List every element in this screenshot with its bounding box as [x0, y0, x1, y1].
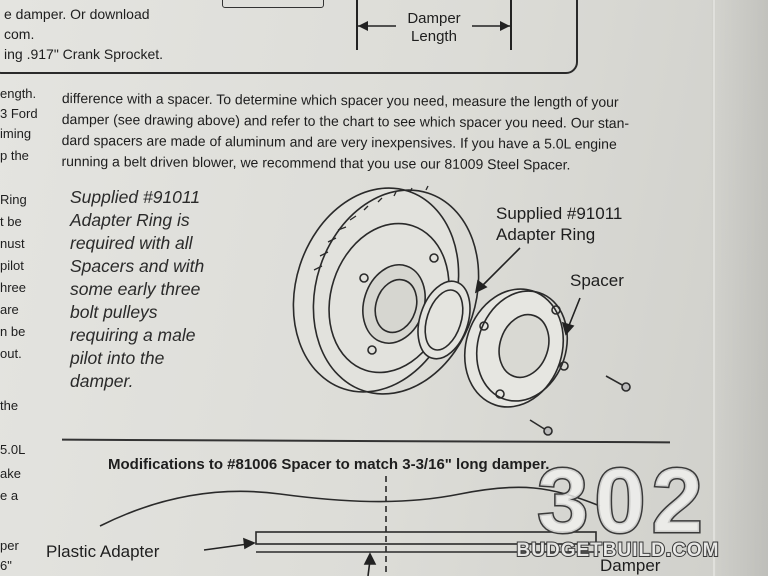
note-line: bolt pulleys	[70, 302, 158, 322]
left-col-fragment: nust	[0, 236, 25, 251]
damper-label: Damper	[600, 556, 661, 575]
left-col-fragment: e a	[0, 488, 19, 503]
damper-length-label: Damper Length	[398, 10, 470, 46]
top-info-box	[0, 0, 578, 74]
note-line: Supplied #91011	[70, 187, 201, 207]
plastic-adapter-plate	[255, 531, 597, 545]
left-col-fragment: 3 Ford	[0, 106, 38, 121]
paragraph-line: running a belt driven blower, we recomme…	[61, 152, 571, 173]
damper-bolt-hole	[429, 253, 439, 263]
bolt-right	[605, 375, 631, 392]
plastic-adapter-leader	[203, 543, 249, 551]
adapter-ring-inner	[424, 289, 464, 351]
note-line: some early three	[70, 279, 201, 299]
left-col-fragment: are	[0, 302, 19, 317]
top-box-text: e damper. Or download com. ing .917" Cra…	[4, 4, 163, 64]
damper-label-line: Length	[411, 28, 457, 45]
left-col-fragment: t be	[0, 214, 22, 229]
dimension-line-left	[356, 0, 358, 50]
left-col-fragment: 6"	[0, 558, 12, 573]
adapter-ring	[417, 280, 471, 360]
spacer-callout: Spacer	[570, 271, 624, 290]
logo-number: 302	[537, 452, 709, 552]
spacer-bore	[498, 313, 550, 379]
adapter-ring-note: Supplied #91011 Adapter Ring is required…	[70, 186, 204, 393]
spacer-bolt-hole	[559, 361, 569, 371]
302-budget-build-logo: 302 BUDGETBUILD.COM	[516, 452, 720, 562]
page-fold	[712, 0, 716, 576]
bolt-bottom	[529, 419, 553, 436]
modifications-heading: Modifications to #81006 Spacer to match …	[108, 456, 550, 473]
logo-site: BUDGETBUILD.COM	[517, 540, 720, 561]
page-shadow	[708, 0, 768, 576]
left-col-fragment: out.	[0, 346, 22, 361]
left-col-fragment: n be	[0, 324, 26, 339]
top-box-line: ing .917" Crank Sprocket.	[4, 46, 164, 62]
damper-bore	[374, 278, 418, 334]
top-small-box	[222, 0, 324, 8]
callout-line: Supplied #91011	[496, 204, 623, 223]
note-line: Adapter Ring is	[70, 210, 190, 230]
timing-marks	[313, 185, 429, 271]
note-line: pilot into the	[70, 348, 165, 368]
left-col-fragment: hree	[0, 280, 27, 295]
spacer-bolt-hole	[495, 389, 505, 399]
note-line: required with all	[70, 233, 193, 253]
left-col-fragment: 5.0L	[0, 442, 26, 457]
callout-line: Adapter Ring	[496, 225, 596, 244]
damper-exploded-illustration	[292, 185, 631, 436]
spacer-bolt-hole	[479, 321, 489, 331]
plastic-adapter-label: Plastic Adapter	[46, 542, 160, 561]
note-line: Spacers and with	[70, 256, 205, 276]
spacer-leader	[567, 297, 581, 329]
damper-bolt-hole	[359, 273, 369, 283]
adapter-ring-callout: Supplied #91011 Adapter Ring	[496, 203, 622, 245]
left-col-fragment: p the	[0, 148, 29, 163]
note-line: damper.	[70, 371, 134, 391]
left-col-fragment: Ring	[0, 192, 27, 207]
spacer-profile-curve	[99, 486, 601, 527]
dimension-line-right	[510, 0, 512, 50]
spacer-modification-diagram	[99, 476, 601, 576]
left-col-fragment: iming	[0, 126, 32, 141]
dimension-arrows	[358, 21, 510, 31]
spacer-face	[475, 290, 569, 402]
left-col-fragment: pilot	[0, 258, 24, 273]
left-col-fragment: ength.	[0, 86, 37, 101]
top-box-line: e damper. Or download	[4, 6, 150, 22]
damper-bolt-hole	[367, 345, 377, 355]
left-col-fragment: per	[0, 538, 19, 553]
damper-label-line: Damper	[407, 10, 461, 27]
adapter-ring-leader	[479, 247, 521, 289]
spacer-bolt-hole	[551, 305, 561, 315]
left-col-fragment: the	[0, 398, 19, 413]
left-col-fragment: ake	[0, 466, 21, 481]
instruction-paragraph: difference with a spacer. To determine w…	[61, 88, 702, 176]
top-box-line: com.	[4, 26, 35, 42]
note-line: requiring a male	[70, 325, 196, 345]
